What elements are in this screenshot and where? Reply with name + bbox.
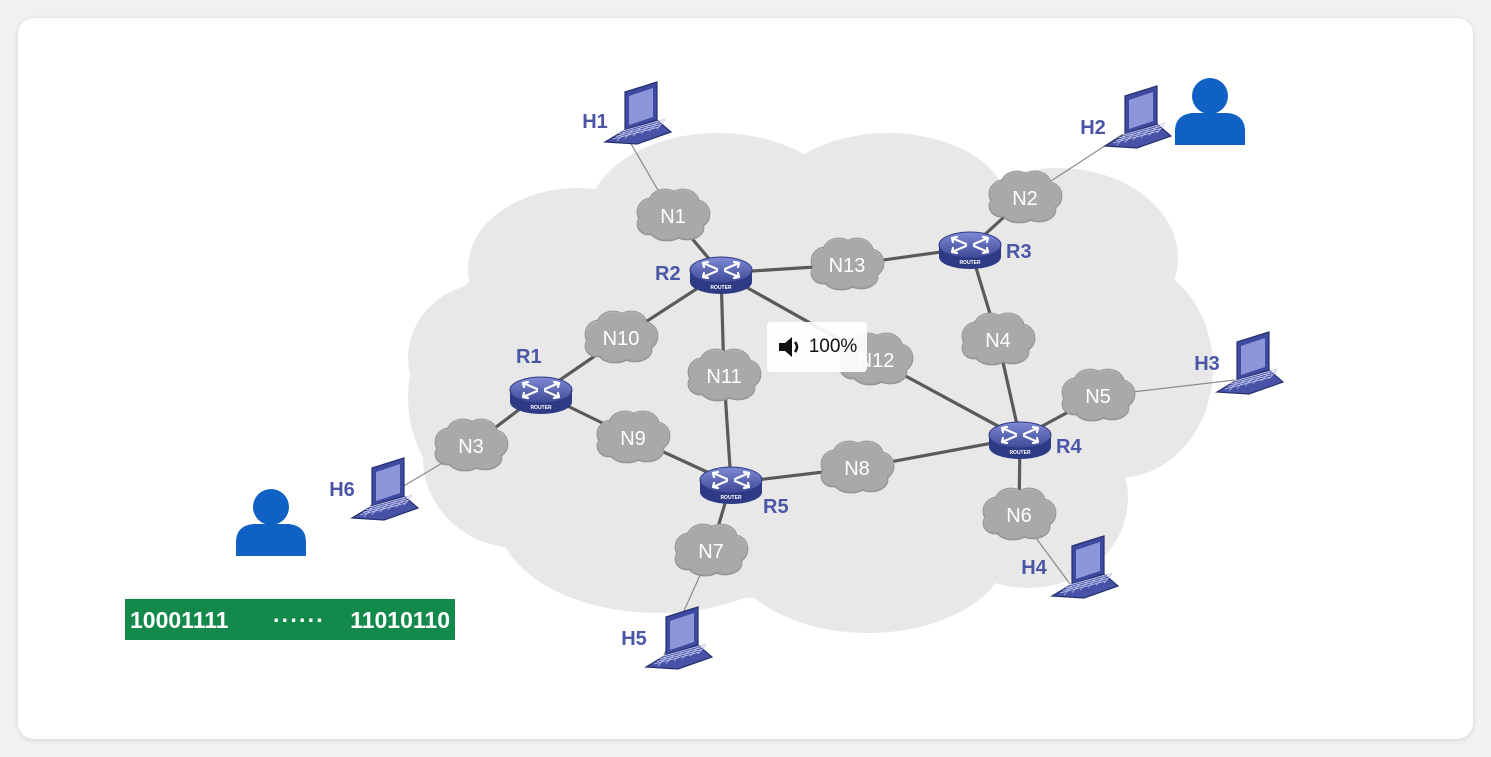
- router-label-r1: R1: [516, 346, 542, 368]
- router-tag: ROUTER: [1009, 450, 1031, 456]
- router-label-r2: R2: [655, 263, 681, 285]
- network-label: N3: [458, 436, 484, 458]
- router-arrows-icon: [711, 470, 751, 490]
- router-tag: ROUTER: [530, 405, 552, 411]
- router-tag: ROUTER: [959, 260, 981, 266]
- laptop-icon: [1103, 85, 1173, 149]
- router-arrows-icon: [521, 380, 561, 400]
- router-tag: ROUTER: [710, 285, 732, 291]
- network-label: N4: [985, 330, 1011, 352]
- network-label: N13: [829, 255, 866, 277]
- network-n11: N11: [687, 348, 762, 402]
- network-n7: N7: [674, 523, 749, 577]
- network-label: N7: [698, 541, 724, 563]
- laptop-icon: [1050, 535, 1120, 599]
- network-label: N1: [660, 206, 686, 228]
- router-tag: ROUTER: [720, 495, 742, 501]
- host-label-h3: H3: [1194, 353, 1220, 375]
- router-r2: ROUTER: [689, 256, 753, 294]
- network-n6: N6: [982, 487, 1057, 541]
- network-n2: N2: [988, 170, 1063, 224]
- router-arrows-icon: [701, 260, 741, 280]
- bitstream-end: 11010110: [350, 607, 450, 633]
- host-label-h4: H4: [1021, 557, 1047, 579]
- router-label-r4: R4: [1056, 436, 1082, 458]
- bitstream-start: 10001111: [130, 607, 229, 633]
- bitstream-bar: 10001111 ······ 11010110: [125, 599, 455, 640]
- network-n5: N5: [1061, 368, 1136, 422]
- host-label-h6: H6: [329, 479, 355, 501]
- laptop-icon: [603, 81, 673, 145]
- volume-indicator: 100%: [767, 322, 867, 372]
- network-n4: N4: [961, 312, 1036, 366]
- network-n10: N10: [584, 310, 659, 364]
- network-label: N10: [603, 328, 640, 350]
- network-n3: N3: [434, 418, 509, 472]
- host-label-h2: H2: [1080, 117, 1106, 139]
- router-r4: ROUTER: [988, 421, 1052, 459]
- speaker-icon: [778, 337, 798, 357]
- router-r3: ROUTER: [938, 231, 1002, 269]
- network-label: N9: [620, 428, 646, 450]
- laptop-icon: [350, 457, 420, 521]
- network-label: N6: [1006, 505, 1032, 527]
- network-n9: N9: [596, 410, 671, 464]
- network-label: N11: [706, 366, 741, 388]
- network-label: N8: [844, 458, 870, 480]
- laptop-icon: [644, 606, 714, 670]
- router-arrows-icon: [1000, 425, 1040, 445]
- laptop-icon: [1215, 331, 1285, 395]
- bitstream-ellipsis: ······: [273, 607, 325, 633]
- network-n8: N8: [820, 440, 895, 494]
- router-label-r5: R5: [763, 496, 789, 518]
- network-label: N5: [1085, 386, 1111, 408]
- network-n1: N1: [636, 188, 711, 242]
- network-label: N2: [1012, 188, 1038, 210]
- router-arrows-icon: [950, 235, 990, 255]
- host-label-h5: H5: [621, 628, 647, 650]
- network-n13: N13: [810, 237, 885, 291]
- user-icon: [1175, 78, 1245, 145]
- user-icon: [236, 489, 306, 556]
- volume-level: 100%: [808, 336, 858, 357]
- router-r1: ROUTER: [509, 376, 573, 414]
- host-label-h1: H1: [582, 111, 608, 133]
- router-label-r3: R3: [1006, 241, 1032, 263]
- router-r5: ROUTER: [699, 466, 763, 504]
